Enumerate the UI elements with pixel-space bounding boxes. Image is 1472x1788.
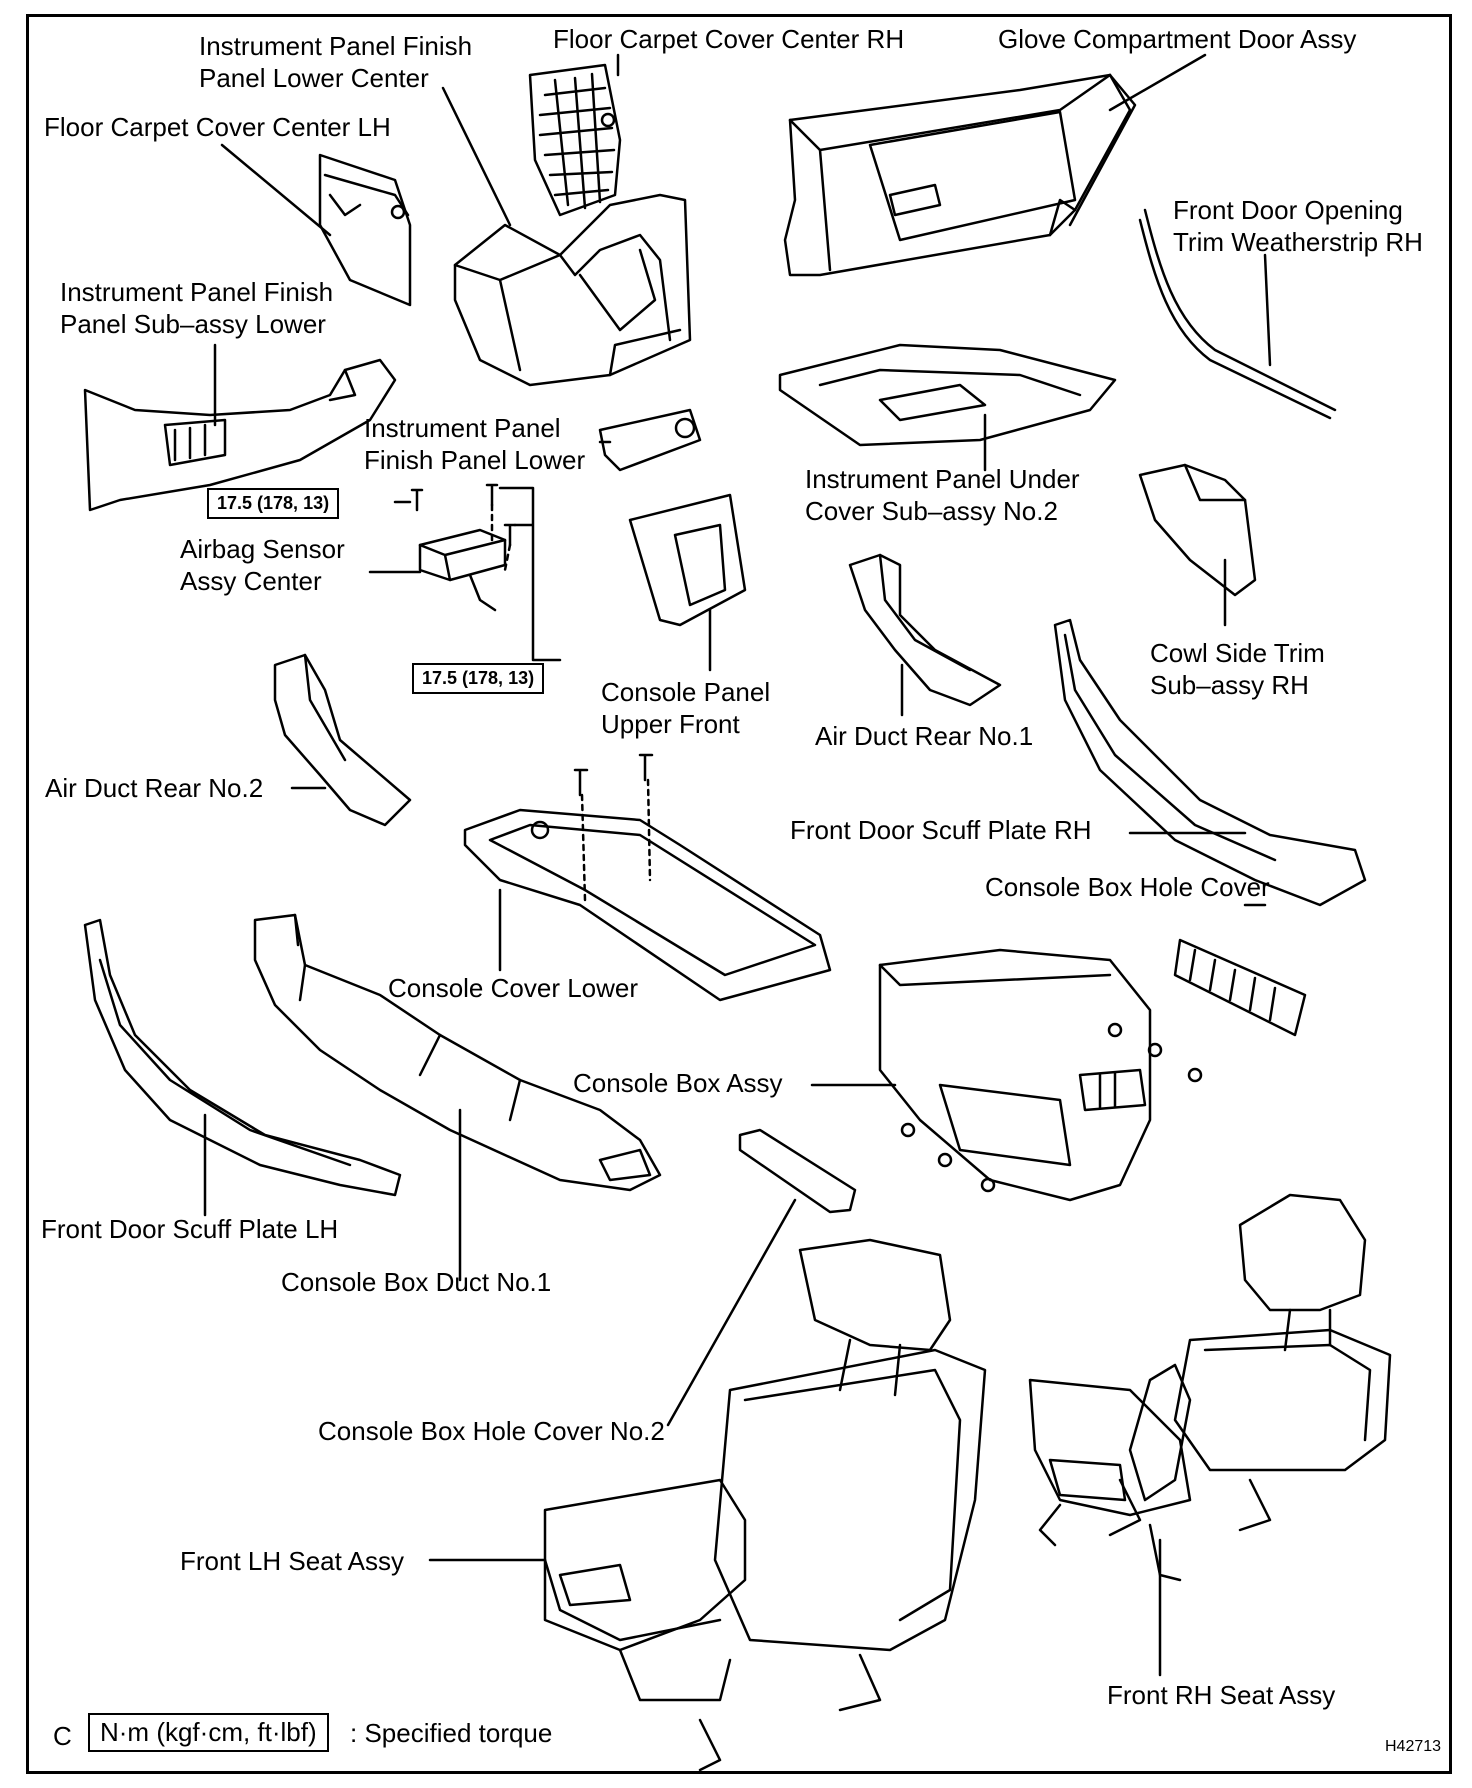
label-ip-finish-panel-lower-center: Instrument Panel Finish Panel Lower Cent… [199, 31, 473, 93]
label-console-box-hole-cover: Console Box Hole Cover [985, 872, 1270, 902]
label-front-door-opening-weatherstrip: Front Door Opening Trim Weatherstrip RH [1173, 195, 1423, 257]
diagram-frame [26, 14, 1452, 1774]
label-air-duct-rear1: Air Duct Rear No.1 [815, 721, 1034, 751]
front-door-scuff-lh-part [83, 918, 402, 1197]
console-box-duct-part [253, 913, 662, 1192]
legend-torque-unit: N·m (kgf·cm, ft·lbf) [88, 1713, 329, 1752]
front-door-scuff-rh-part [1053, 618, 1367, 907]
door-opening-weatherstrip-part [1143, 208, 1337, 412]
front-lh-seat-part [543, 1238, 987, 1772]
ip-finish-panel-sub-lower-part [83, 358, 397, 512]
legend-letter: C [53, 1721, 72, 1751]
label-glove-compartment-door: Glove Compartment Door Assy [998, 24, 1357, 54]
label-ip-under-cover: Instrument Panel Under Cover Sub–assy No… [805, 464, 1080, 526]
air-duct-rear2-part [273, 653, 412, 827]
floor-carpet-cover-rh-part [528, 63, 622, 217]
label-cowl-side-trim: Cowl Side Trim Sub–assy RH [1150, 638, 1325, 700]
label-console-box-duct: Console Box Duct No.1 [281, 1267, 552, 1297]
ip-finish-panel-lower-center-part [453, 193, 692, 387]
leader-lines [203, 53, 1272, 1677]
ip-finish-panel-lower-part [598, 408, 702, 472]
legend-text: : Specified torque [350, 1718, 553, 1748]
label-air-duct-rear2: Air Duct Rear No.2 [45, 773, 264, 803]
ip-under-cover-part [778, 343, 1117, 447]
label-ip-finish-panel-sub-lower: Instrument Panel Finish Panel Sub–assy L… [60, 277, 334, 339]
console-box-hole-cover2-part [738, 1128, 857, 1214]
console-panel-upper-front-part [628, 493, 747, 627]
label-front-door-scuff-rh: Front Door Scuff Plate RH [790, 815, 1092, 845]
cowl-side-trim-part [1138, 463, 1257, 597]
torque-spec-1: 17.5 (178, 13) [207, 488, 340, 519]
label-front-door-scuff-lh: Front Door Scuff Plate LH [41, 1214, 339, 1244]
air-duct-rear1-part [848, 553, 1002, 707]
label-airbag-sensor: Airbag Sensor Assy Center [180, 534, 345, 596]
floor-carpet-cover-lh-part [318, 153, 412, 307]
console-box-hole-cover-part [1173, 938, 1307, 1037]
label-front-rh-seat: Front RH Seat Assy [1107, 1680, 1336, 1710]
label-floor-carpet-cover-lh: Floor Carpet Cover Center LH [44, 112, 391, 142]
airbag-sensor-part [410, 483, 517, 612]
console-box-assy-part [878, 948, 1203, 1202]
label-front-lh-seat: Front LH Seat Assy [180, 1546, 404, 1576]
label-console-panel-upper-front: Console Panel Upper Front [601, 677, 771, 739]
torque-spec-2: 17.5 (178, 13) [412, 663, 545, 694]
label-console-box-assy: Console Box Assy [573, 1068, 783, 1098]
label-console-box-hole-cover2: Console Box Hole Cover No.2 [318, 1416, 665, 1446]
label-ip-finish-panel-lower: Instrument Panel Finish Panel Lower [364, 413, 586, 475]
console-cover-lower-part [463, 753, 832, 1002]
label-console-cover-lower: Console Cover Lower [388, 973, 639, 1003]
figure-id: H42713 [1385, 1738, 1442, 1755]
glove-compartment-door-part [783, 73, 1137, 277]
label-floor-carpet-cover-rh: Floor Carpet Cover Center RH [553, 24, 905, 54]
front-rh-seat-part [1028, 1193, 1392, 1582]
